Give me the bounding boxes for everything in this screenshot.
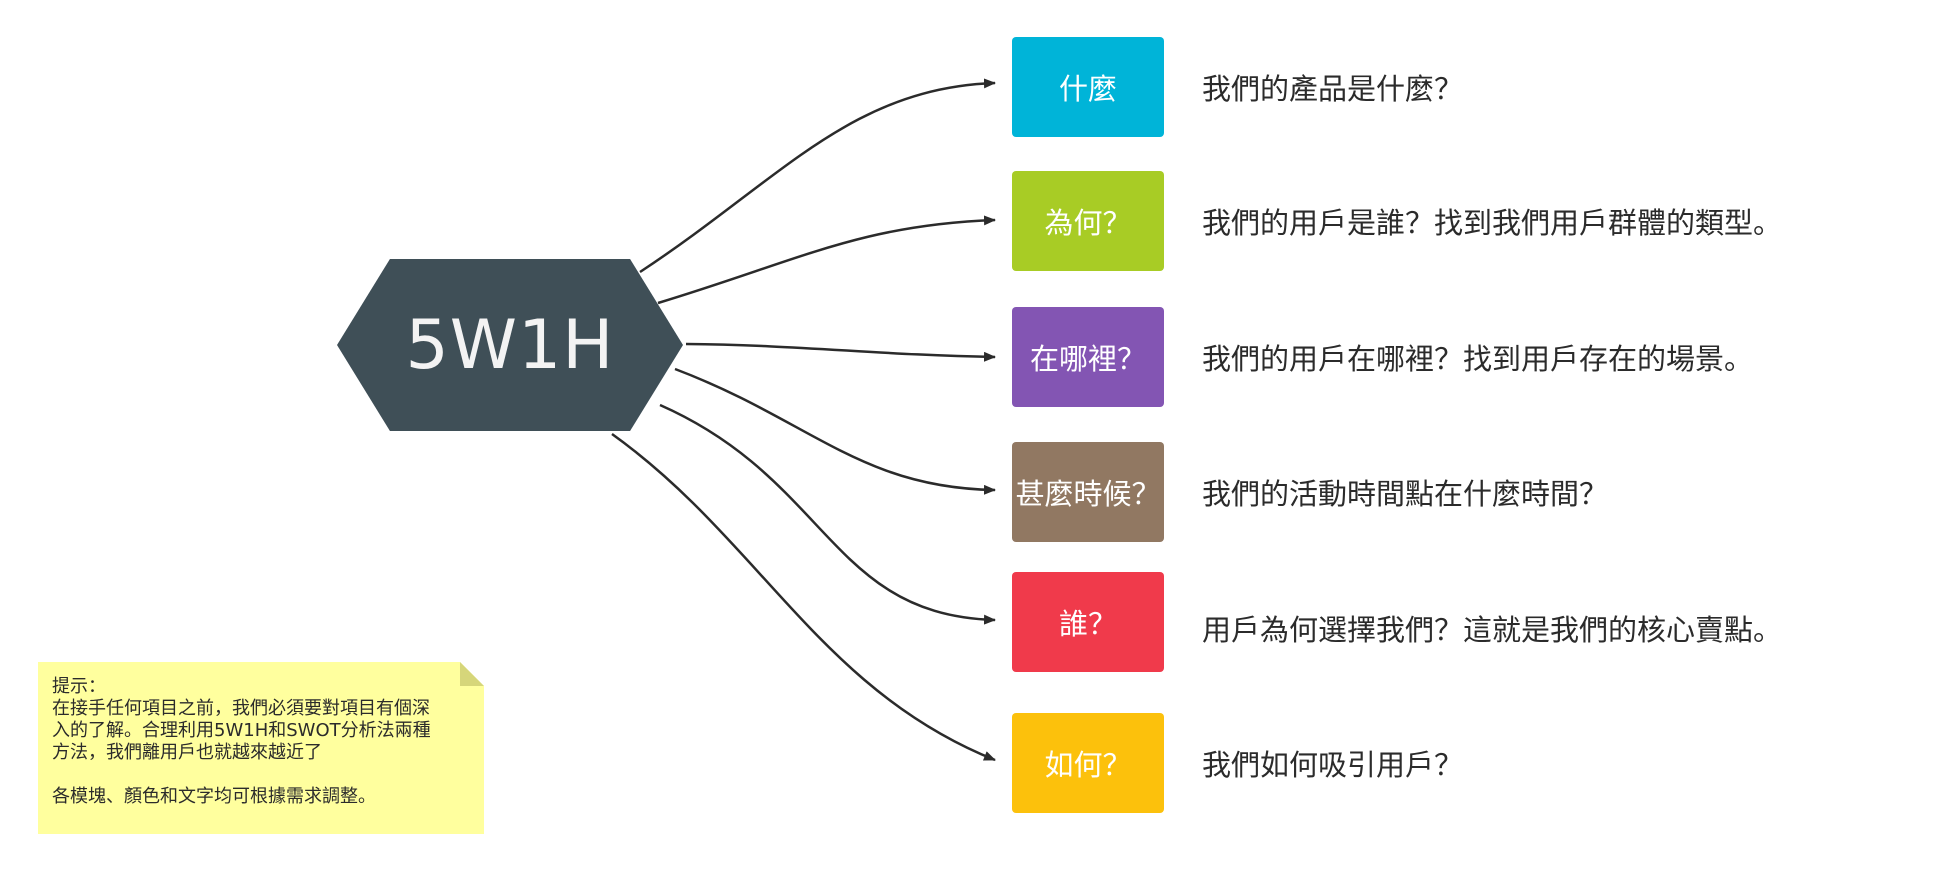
note-line: 方法，我們離用戶也就越來越近了 xyxy=(52,742,322,763)
branch-box-how[interactable]: 如何？ xyxy=(1012,713,1164,813)
branch-label: 如何？ xyxy=(1044,748,1132,782)
note-line: 入的了解。合理利用5W1H和SWOT分析法兩種 xyxy=(52,720,431,741)
branch-description: 用戶為何選擇我們？這就是我們的核心賣點。 xyxy=(1202,613,1783,647)
branch-box-who[interactable]: 誰？ xyxy=(1012,572,1164,672)
connector-arrow-where xyxy=(685,342,996,362)
connector-arrow-who xyxy=(659,403,996,625)
branch-box-what[interactable]: 什麼 xyxy=(1012,37,1164,137)
branch-description: 我們的用戶是誰？找到我們用戶群體的類型。 xyxy=(1202,206,1783,240)
note-spacer xyxy=(52,764,466,786)
center-hexagon[interactable]: 5W1H xyxy=(337,259,683,431)
connector-arrow-why xyxy=(657,215,996,305)
connector-arrow-how xyxy=(611,432,996,762)
branch-description: 我們如何吸引用戶？ xyxy=(1202,748,1464,782)
branch-box-why[interactable]: 為何？ xyxy=(1012,171,1164,271)
center-label: 5W1H xyxy=(405,305,615,385)
branch-label: 在哪裡？ xyxy=(1029,342,1146,376)
note-footer: 各模塊、顏色和文字均可根據需求調整。 xyxy=(52,786,376,807)
branch-description: 我們的產品是什麼？ xyxy=(1202,72,1464,106)
branch-label: 誰？ xyxy=(1058,607,1117,641)
connector-arrow-what xyxy=(639,78,996,274)
note-title: 提示： xyxy=(52,676,106,697)
branch-description: 我們的用戶在哪裡？找到用戶存在的場景。 xyxy=(1202,342,1754,376)
branch-box-when[interactable]: 甚麼時候？ xyxy=(1012,442,1164,542)
branch-label: 什麼 xyxy=(1058,72,1117,106)
branch-box-where[interactable]: 在哪裡？ xyxy=(1012,307,1164,407)
sticky-note[interactable]: 提示： 在接手任何項目之前，我們必須要對項目有個深 入的了解。合理利用5W1H和… xyxy=(38,662,484,834)
note-line: 在接手任何項目之前，我們必須要對項目有個深 xyxy=(52,698,430,719)
branch-description: 我們的活動時間點在什麼時間？ xyxy=(1202,477,1609,511)
branch-label: 甚麼時候？ xyxy=(1015,477,1161,511)
connector-arrow-when xyxy=(674,367,996,495)
branch-label: 為何？ xyxy=(1044,206,1132,240)
